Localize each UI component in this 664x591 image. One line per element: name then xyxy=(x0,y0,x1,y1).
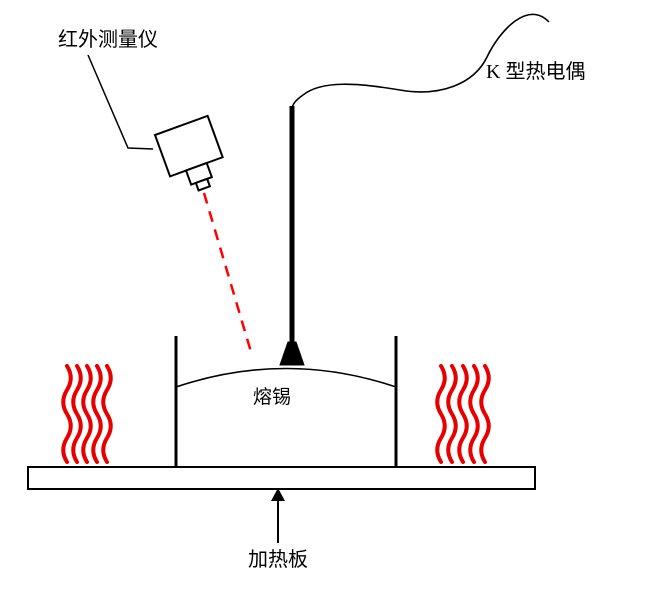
heat-wave-line xyxy=(457,364,469,464)
heating-plate xyxy=(27,466,536,490)
heat-wave-line xyxy=(71,364,83,464)
heat-wave-line xyxy=(91,364,103,464)
heat-wave-line xyxy=(446,364,458,464)
heat-waves-right xyxy=(435,364,491,464)
heating-plate-label: 加热板 xyxy=(248,548,308,571)
molten-tin-label: 熔锡 xyxy=(253,386,291,408)
infrared-meter-leader-line xyxy=(87,54,154,150)
infrared-meter-nozzle xyxy=(194,177,212,192)
heat-wave-line xyxy=(435,364,447,464)
infrared-meter-label: 红外测量仪 xyxy=(58,28,158,51)
infrared-meter-device xyxy=(153,114,224,192)
thermocouple-label: K 型热电偶 xyxy=(486,60,585,83)
heating-plate-arrowhead xyxy=(271,488,285,501)
heat-wave-line xyxy=(61,364,73,464)
heat-wave-line xyxy=(101,364,113,464)
infrared-beam-dashed-line xyxy=(202,192,253,353)
molten-tin-dome xyxy=(175,367,397,388)
heat-wave-line xyxy=(468,364,480,464)
thermocouple-tip-cone xyxy=(279,341,305,366)
heat-wave-line xyxy=(479,364,491,464)
infrared-meter-body xyxy=(153,114,224,178)
heat-wave-line xyxy=(81,364,93,464)
thermocouple-wire xyxy=(291,13,550,111)
heat-waves-left xyxy=(61,364,113,464)
